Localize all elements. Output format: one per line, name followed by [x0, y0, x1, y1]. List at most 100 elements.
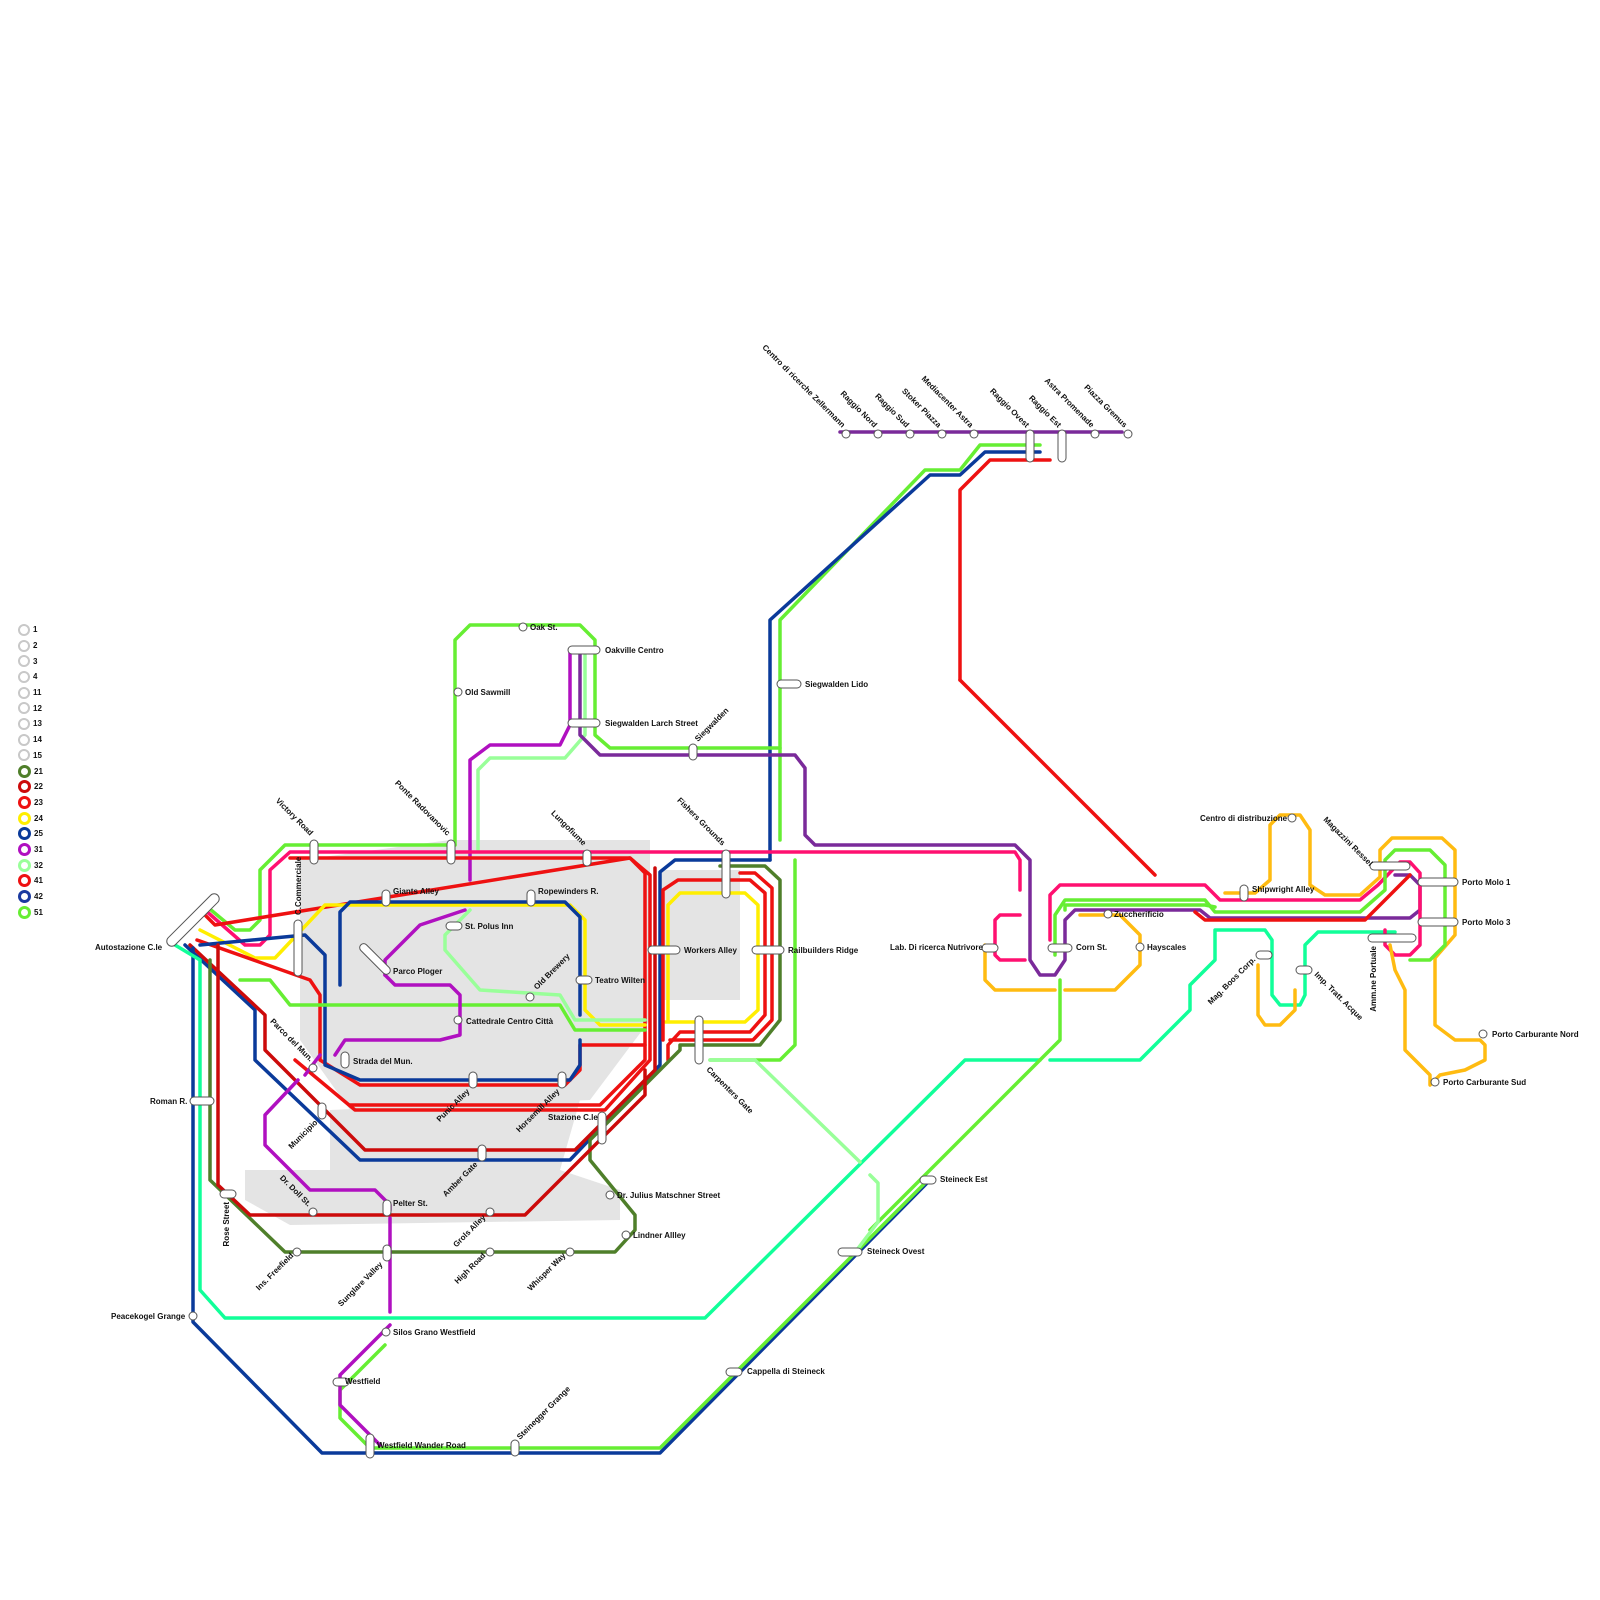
legend-swatch-icon — [18, 717, 30, 730]
route-blue-shift — [198, 933, 582, 1082]
station-marker — [937, 429, 947, 439]
station-marker — [1295, 965, 1313, 975]
legend-swatch-icon — [18, 905, 31, 919]
legend-label: 31 — [34, 844, 43, 854]
station-marker — [721, 849, 731, 899]
legend-item[interactable]: 51 — [18, 904, 78, 920]
legend-item[interactable]: 13 — [18, 716, 78, 732]
station-marker — [1047, 943, 1073, 953]
route-red-east-port — [1193, 873, 1412, 922]
station-marker — [382, 1244, 392, 1262]
station-label: Peacekogel Grange — [111, 1312, 186, 1321]
station-label: Porto Molo 1 — [1462, 878, 1511, 887]
station-marker — [1135, 942, 1145, 952]
station-label: Oak St. — [530, 623, 558, 632]
station-marker — [694, 1015, 704, 1065]
station-marker — [725, 1367, 743, 1377]
route-green-corn — [868, 978, 1062, 1232]
station-label: Centro di ricerche Zellermann — [760, 343, 847, 430]
station-label: Old Sawmill — [465, 688, 510, 697]
legend-item[interactable]: 11 — [18, 685, 78, 701]
legend-label: 25 — [34, 829, 43, 839]
legend-label: 3 — [33, 656, 38, 666]
station-label: Dr. Julius Matschner Street — [617, 1191, 720, 1200]
station-label: Steinegger Grange — [515, 1384, 572, 1441]
route-red-frame — [288, 856, 647, 1107]
legend-item[interactable]: 42 — [18, 889, 78, 905]
line-routes[interactable] — [173, 430, 1487, 1455]
station-marker — [518, 622, 528, 632]
station-label: Shipwright Alley — [1252, 885, 1315, 894]
legend-item[interactable]: 24 — [18, 810, 78, 826]
station-label: Workers Alley — [684, 946, 737, 955]
station-marker — [751, 945, 785, 955]
station-label: Roman R. — [150, 1097, 187, 1106]
route-yellow-east — [663, 891, 760, 1024]
station-label: Siegwalden Larch Street — [605, 719, 698, 728]
station-marker — [189, 1096, 215, 1106]
station-marker — [605, 1190, 615, 1200]
station-marker — [445, 921, 463, 931]
station-label: Imp. Tratt. Acque — [1313, 970, 1365, 1022]
station-label: Sunglare Valley — [336, 1260, 385, 1309]
legend-item[interactable]: 14 — [18, 732, 78, 748]
district-south — [245, 1170, 620, 1225]
legend-label: 24 — [34, 813, 43, 823]
legend-item[interactable]: 12 — [18, 700, 78, 716]
legend-label: 15 — [33, 750, 42, 760]
station-label: Rose Street — [222, 1202, 231, 1247]
route-green-oak — [453, 623, 782, 847]
station-label: Zuccherificio — [1114, 910, 1164, 919]
station-label: Centro di distribuzione — [1200, 814, 1288, 823]
station-marker — [485, 1247, 495, 1257]
station-markers[interactable] — [188, 429, 1488, 1459]
station-label: Pelter St. — [393, 1199, 428, 1208]
legend-item[interactable]: 25 — [18, 826, 78, 842]
route-green-outer — [203, 843, 457, 932]
legend-item[interactable]: 32 — [18, 857, 78, 873]
station-label: Raggio Ovest — [988, 387, 1031, 430]
route-lightgreen-mid — [443, 908, 647, 1022]
station-marker — [468, 1071, 478, 1089]
legend-item[interactable]: 1 — [18, 622, 78, 638]
route-magenta-south — [338, 1216, 392, 1447]
district-central — [300, 840, 650, 1110]
station-label: Steineck Ovest — [867, 1247, 925, 1256]
legend-label: 4 — [33, 672, 38, 682]
legend-label: 13 — [33, 719, 42, 729]
legend-swatch-icon — [18, 827, 31, 841]
station-label: Lindner Allley — [633, 1231, 686, 1240]
legend-swatch-icon — [18, 874, 31, 888]
station-label: Mediacenter Astra — [920, 374, 976, 430]
station-label: Corn St. — [1076, 943, 1107, 952]
station-marker — [837, 1247, 863, 1257]
legend-item[interactable]: 41 — [18, 873, 78, 889]
legend-item[interactable]: 22 — [18, 779, 78, 795]
station-label: Strada del Mun. — [353, 1057, 413, 1066]
station-marker — [340, 1051, 350, 1069]
legend-swatch-icon — [18, 655, 30, 668]
station-marker — [308, 1063, 318, 1073]
station-label: Fishers Grounds — [675, 796, 727, 848]
autostazione-terminal[interactable] — [165, 892, 222, 949]
station-marker — [219, 1189, 237, 1199]
station-marker — [446, 839, 456, 865]
station-label: Railbuilders Ridge — [788, 946, 859, 955]
legend-item[interactable]: 31 — [18, 842, 78, 858]
route-green-east-port-2 — [1063, 903, 1217, 912]
legend-item[interactable]: 21 — [18, 763, 78, 779]
station-marker — [381, 889, 391, 907]
legend-item[interactable]: 23 — [18, 795, 78, 811]
station-marker — [776, 679, 802, 689]
station-marker — [381, 1327, 391, 1337]
station-marker — [359, 943, 391, 975]
route-green-east-port — [1053, 848, 1447, 962]
legend-item[interactable]: 2 — [18, 638, 78, 654]
station-marker — [308, 1207, 318, 1217]
legend-item[interactable]: 4 — [18, 669, 78, 685]
station-marker — [688, 743, 698, 761]
legend-item[interactable]: 3 — [18, 653, 78, 669]
route-red-north — [958, 458, 1052, 682]
legend-item[interactable]: 15 — [18, 748, 78, 764]
